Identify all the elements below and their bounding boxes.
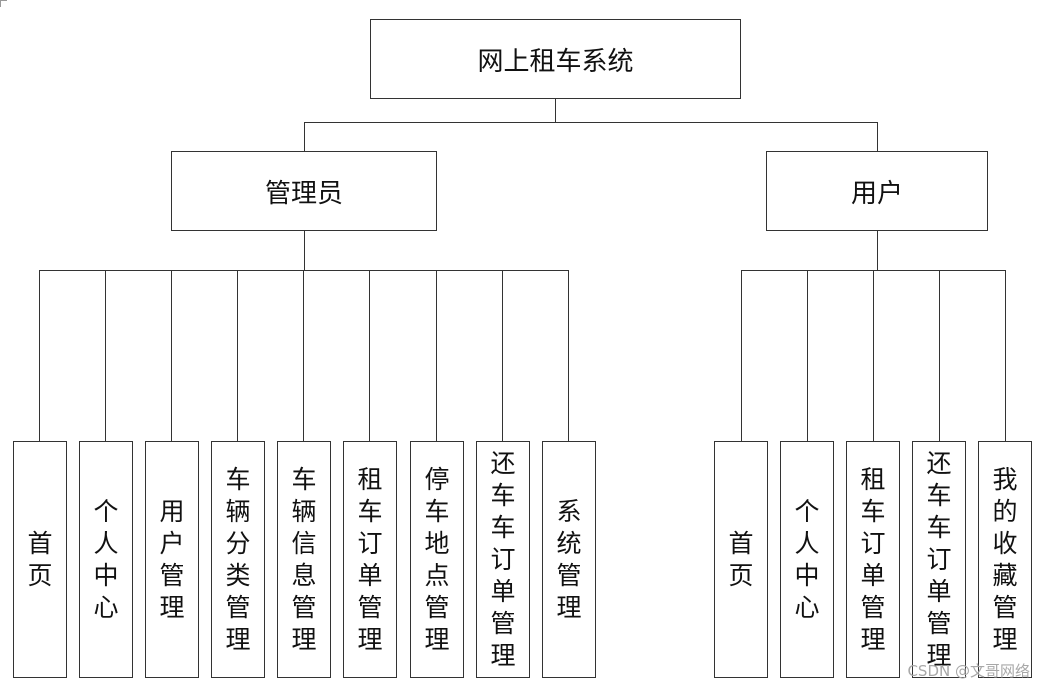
leaf-node: 个人中心: [79, 441, 133, 678]
connector-top-bus: [304, 122, 878, 123]
leaf-node: 我的收藏管理: [978, 441, 1032, 678]
leaf-node-label: 租车订单管理: [357, 464, 383, 654]
leaf-node: 首页: [13, 441, 67, 678]
watermark-text: CSDN @文哥网络: [907, 662, 1030, 680]
branch-node-admin: 管理员: [171, 151, 437, 231]
leaf-node-label: 用户管理: [159, 496, 185, 622]
leaf-node: 停车地点管理: [410, 441, 464, 678]
leaf-node-label: 停车地点管理: [424, 464, 450, 654]
connector-admin-drop: [39, 270, 40, 442]
corner-mark: [0, 0, 7, 7]
leaf-node: 还车车订单管理: [476, 441, 530, 678]
connector-user-drop: [741, 270, 742, 442]
connector-root-down: [555, 98, 556, 122]
connector-admin-drop: [568, 270, 569, 442]
leaf-node-label: 个人中心: [794, 496, 820, 622]
leaf-node-label: 我的收藏管理: [992, 464, 1018, 654]
leaf-node-label: 首页: [27, 528, 53, 590]
leaf-node: 车辆信息管理: [277, 441, 331, 678]
leaf-node-label: 还车车订单管理: [490, 448, 516, 670]
leaf-node-label: 租车订单管理: [860, 464, 886, 654]
leaf-node-label: 还车车订单管理: [926, 448, 952, 670]
leaf-node: 用户管理: [145, 441, 199, 678]
leaf-node: 还车车订单管理: [912, 441, 966, 678]
connector-user-drop: [1005, 270, 1006, 442]
root-node: 网上租车系统: [370, 19, 741, 99]
connector-admin-drop: [436, 270, 437, 442]
connector-user-drop: [873, 270, 874, 442]
leaf-node: 首页: [714, 441, 768, 678]
leaf-node-label: 系统管理: [556, 496, 582, 622]
leaf-node-label: 车辆信息管理: [291, 464, 317, 654]
connector-to-admin: [304, 122, 305, 152]
connector-user-drop: [939, 270, 940, 442]
connector-admin-drop: [502, 270, 503, 442]
branch-node-user: 用户: [766, 151, 988, 231]
connector-admin-drop: [237, 270, 238, 442]
branch-node-admin-label: 管理员: [264, 178, 343, 209]
root-node-label: 网上租车系统: [477, 46, 634, 77]
leaf-node: 车辆分类管理: [211, 441, 265, 678]
leaf-node-label: 首页: [728, 528, 754, 590]
connector-to-user: [877, 122, 878, 152]
connector-admin-drop: [171, 270, 172, 442]
leaf-node: 系统管理: [542, 441, 596, 678]
branch-node-user-label: 用户: [850, 178, 903, 209]
connector-admin-down: [304, 230, 305, 270]
connector-user-drop: [807, 270, 808, 442]
connector-admin-drop: [303, 270, 304, 442]
leaf-node-label: 车辆分类管理: [225, 464, 251, 654]
connector-admin-drop: [369, 270, 370, 442]
connector-user-down: [877, 231, 878, 270]
leaf-node: 个人中心: [780, 441, 834, 678]
connector-admin-bus: [39, 270, 569, 271]
leaf-node-label: 个人中心: [93, 496, 119, 622]
leaf-node: 租车订单管理: [343, 441, 397, 678]
connector-admin-drop: [105, 270, 106, 442]
leaf-node: 租车订单管理: [846, 441, 900, 678]
